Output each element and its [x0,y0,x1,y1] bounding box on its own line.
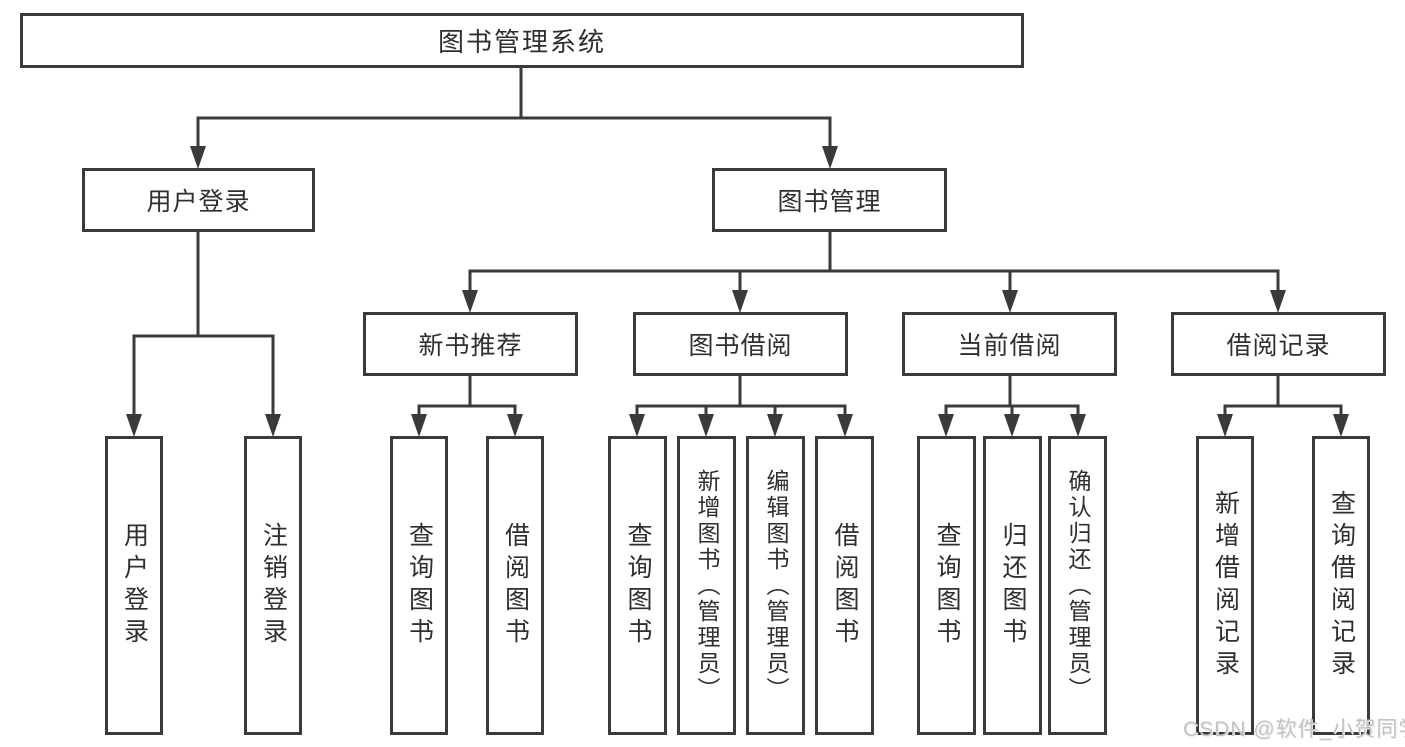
leaf-label: 查询图书 [933,521,961,650]
node-library-management-system: 图书管理系统 [20,13,1024,68]
leaf-label: 用户登录 [120,521,149,650]
leaf-query-books-current: 查询图书 [917,436,976,735]
csdn-watermark: CSDN @软件_小贺同学 [1183,718,1405,741]
leaf-edit-books-admin: 编辑图书（管理员） [746,436,805,735]
leaf-add-books-admin: 新增图书（管理员） [677,436,736,735]
node-label: 图书管理系统 [437,27,606,57]
node-borrowing-records: 借阅记录 [1171,312,1386,376]
node-label: 图书管理 [777,188,882,216]
leaf-borrow-books-recommend: 借阅图书 [486,436,544,735]
node-label: 借阅记录 [1226,332,1331,360]
node-book-borrowing: 图书借阅 [633,312,848,376]
leaf-label: 查询借阅记录 [1327,489,1356,682]
leaf-label: 新增借阅记录 [1211,489,1240,682]
node-label: 当前借阅 [957,332,1062,360]
leaf-query-books-borrow: 查询图书 [608,436,667,735]
node-book-management: 图书管理 [712,168,947,232]
connector-lines [132,66,1343,419]
node-new-book-recommendation: 新书推荐 [363,312,578,376]
leaf-query-borrow-record: 查询借阅记录 [1312,436,1370,735]
leaf-label: 借阅图书 [831,521,859,650]
connector-arrowheads [126,146,1349,437]
node-label: 图书借阅 [688,332,793,360]
leaf-logout: 注销登录 [244,436,302,735]
leaf-label: 新增图书（管理员） [694,468,720,703]
node-label: 新书推荐 [418,332,523,360]
leaf-user-login: 用户登录 [105,436,163,735]
leaf-add-borrow-record: 新增借阅记录 [1196,436,1254,735]
leaf-query-books-recommend: 查询图书 [390,436,448,735]
leaf-label: 确认归还（管理员） [1065,468,1091,703]
leaf-label: 查询图书 [624,521,652,650]
leaf-borrow-books: 借阅图书 [815,436,874,735]
leaf-label: 注销登录 [259,521,288,650]
leaf-label: 借阅图书 [501,521,530,650]
leaf-label: 编辑图书（管理员） [763,468,789,703]
leaf-confirm-return-admin: 确认归还（管理员） [1048,436,1107,735]
node-current-borrowing: 当前借阅 [902,312,1117,376]
leaf-return-books: 归还图书 [983,436,1042,735]
node-user-login: 用户登录 [82,168,315,232]
leaf-label: 查询图书 [405,521,434,650]
node-label: 用户登录 [146,188,251,216]
leaf-label: 归还图书 [999,521,1027,650]
